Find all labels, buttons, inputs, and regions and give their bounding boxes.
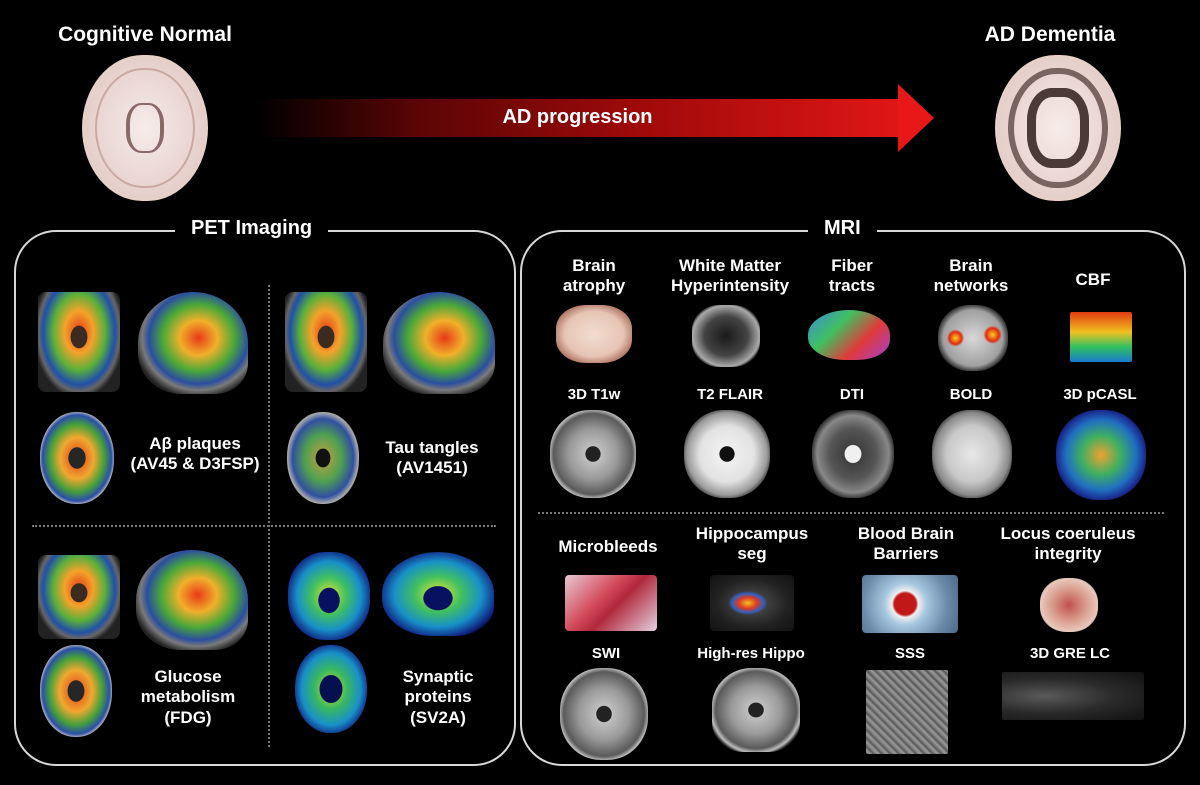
t1w-sequence-label: 3D T1w — [567, 386, 621, 403]
normal-brain-image — [82, 55, 208, 201]
pcasl-sequence-label: 3D pCASL — [1063, 386, 1137, 403]
progression-label: AD progression — [502, 106, 653, 128]
sv2a-label: Synaptic proteins (SV2A) — [402, 667, 474, 727]
fiber-tracts-thumbnail — [808, 310, 890, 360]
tau-coronal-scan — [285, 292, 367, 392]
mri-divider-horizontal — [538, 512, 1164, 514]
cognitive-normal-title: Cognitive Normal — [58, 23, 232, 46]
gre-lc-sequence-label: 3D GRE LC — [1029, 645, 1110, 662]
wmh-thumbnail — [692, 305, 760, 367]
dti-axial-scan — [812, 410, 894, 498]
brain-networks-thumbnail — [938, 305, 1008, 371]
bbb-thumbnail — [862, 575, 958, 633]
tau-axial-scan — [287, 412, 359, 504]
bold-sequence-label: BOLD — [949, 386, 993, 403]
high-res-hippo-sequence-label: High-res Hippo — [697, 645, 805, 662]
t2-flair-sequence-label: T2 FLAIR — [697, 386, 763, 403]
amyloid-label: Aβ plaques (AV45 & D3FSP) — [130, 434, 260, 474]
sv2a-axial-scan — [295, 645, 367, 733]
fdg-sagittal-scan — [136, 550, 248, 650]
sss-sequence-label: SSS — [894, 645, 925, 662]
fdg-label: Glucose metabolism (FDG) — [140, 667, 236, 727]
locus-coeruleus-thumbnail — [1040, 578, 1098, 632]
cbf-label: CBF — [1075, 270, 1111, 289]
pet-divider-horizontal — [32, 525, 496, 527]
sss-scan — [866, 670, 948, 754]
sv2a-coronal-scan — [288, 552, 370, 640]
amyloid-coronal-scan — [38, 292, 120, 392]
brain-atrophy-thumbnail — [556, 305, 632, 363]
pet-divider-vertical — [268, 285, 270, 747]
t1w-axial-scan — [550, 410, 636, 498]
progression-arrow-bar — [255, 99, 900, 137]
pet-imaging-title: PET Imaging — [175, 217, 329, 240]
hippocampus-seg-thumbnail — [710, 575, 794, 631]
dti-sequence-label: DTI — [839, 386, 865, 403]
bold-axial-scan — [932, 410, 1012, 498]
sv2a-sagittal-scan — [382, 552, 494, 636]
microbleeds-label: Microbleeds — [558, 537, 658, 556]
tau-sagittal-scan — [383, 292, 495, 394]
amyloid-axial-scan — [40, 412, 114, 504]
progression-arrow-head — [898, 84, 934, 152]
microbleeds-thumbnail — [565, 575, 657, 631]
tau-label: Tau tangles (AV1451) — [385, 438, 479, 478]
ad-dementia-title: AD Dementia — [984, 23, 1116, 46]
fdg-coronal-scan — [38, 555, 120, 639]
t2-flair-axial-scan — [684, 410, 770, 498]
pcasl-axial-scan — [1056, 410, 1146, 500]
high-res-hippo-scan — [712, 668, 800, 752]
dementia-brain-image — [995, 55, 1121, 201]
amyloid-sagittal-scan — [138, 292, 248, 394]
mri-title: MRI — [808, 217, 877, 240]
cbf-thumbnail — [1070, 312, 1132, 362]
swi-axial-scan — [560, 668, 648, 760]
swi-sequence-label: SWI — [591, 645, 621, 662]
fdg-axial-scan — [40, 645, 112, 737]
gre-lc-scan — [1002, 672, 1144, 720]
